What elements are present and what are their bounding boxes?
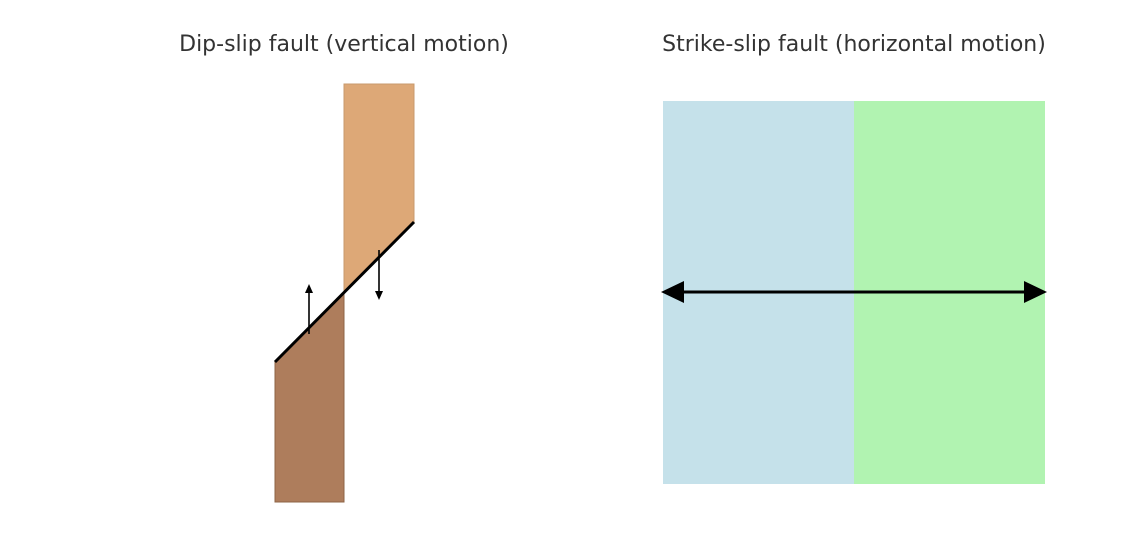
fault-plane-line bbox=[273, 220, 416, 364]
horizontal-motion-arrow bbox=[661, 281, 1047, 303]
down-arrow bbox=[375, 250, 383, 300]
up-arrow bbox=[305, 284, 313, 334]
dip-slip-diagram bbox=[273, 83, 416, 503]
strike-slip-title: Strike-slip fault (horizontal motion) bbox=[662, 32, 1046, 57]
dip-slip-title: Dip-slip fault (vertical motion) bbox=[179, 32, 509, 57]
strike-slip-diagram bbox=[661, 101, 1047, 484]
